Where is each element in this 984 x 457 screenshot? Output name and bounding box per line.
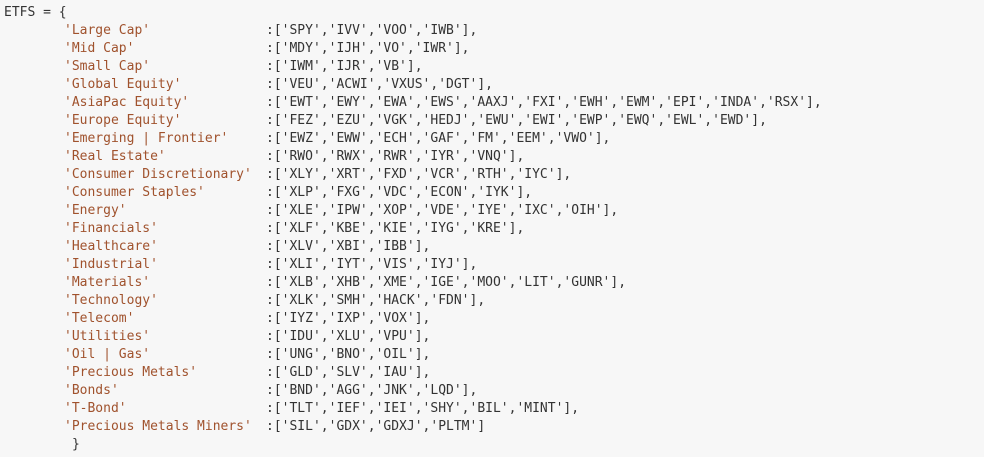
dict-key: 'AsiaPac Equity' (64, 95, 190, 110)
key-value-separator: : (266, 77, 274, 92)
ticker-list: ['XLK','SMH','HACK','FDN'], (273, 293, 486, 308)
key-value-separator: : (266, 23, 274, 38)
ticker-list: ['XLB','XHB','XME','IGE','MOO','LIT','GU… (273, 275, 627, 290)
key-value-separator: : (266, 293, 274, 308)
code-line: 'Financials':['XLF','KBE','KIE','IYG','K… (4, 220, 984, 238)
ticker-list: ['VEU','ACWI','VXUS','DGT'], (273, 77, 493, 92)
code-line: 'Telecom':['IYZ','IXP','VOX'], (4, 310, 984, 328)
dict-key: 'Oil | Gas' (64, 347, 151, 362)
code-line: 'Large Cap':['SPY','IVV','VOO','IWB'], (4, 22, 984, 40)
code-line: 'Technology':['XLK','SMH','HACK','FDN'], (4, 292, 984, 310)
code-line: 'Consumer Discretionary':['XLY','XRT','F… (4, 166, 984, 184)
key-value-separator: : (266, 239, 274, 254)
ticker-list: ['XLE','IPW','XOP','VDE','IYE','IXC','OI… (273, 203, 619, 218)
code-line: 'Oil | Gas':['UNG','BNO','OIL'], (4, 346, 984, 364)
dict-key: 'Global Equity' (64, 77, 182, 92)
ticker-list: ['SIL','GDX','GDXJ','PLTM'] (273, 419, 486, 434)
dict-key: 'T-Bond' (64, 401, 127, 416)
code-line: 'Emerging | Frontier':['EWZ','EWW','ECH'… (4, 130, 984, 148)
key-value-separator: : (266, 419, 274, 434)
ticker-list: ['GLD','SLV','IAU'], (273, 365, 431, 380)
ticker-list: ['SPY','IVV','VOO','IWB'], (273, 23, 478, 38)
key-value-separator: : (266, 203, 274, 218)
key-value-separator: : (266, 347, 274, 362)
code-line: 'Industrial':['XLI','IYT','VIS','IYJ'], (4, 256, 984, 274)
ticker-list: ['XLV','XBI','IBB'], (273, 239, 431, 254)
dict-key: 'Real Estate' (64, 149, 166, 164)
ticker-list: ['XLF','KBE','KIE','IYG','KRE'], (273, 221, 525, 236)
ticker-list: ['XLI','IYT','VIS','IYJ'], (273, 257, 478, 272)
code-line: 'Materials':['XLB','XHB','XME','IGE','MO… (4, 274, 984, 292)
code-line: 'Consumer Staples':['XLP','FXG','VDC','E… (4, 184, 984, 202)
ticker-list: ['FEZ','EZU','VGK','HEDJ','EWU','EWI','E… (273, 113, 767, 128)
code-line: 'T-Bond':['TLT','IEF','IEI','SHY','BIL',… (4, 400, 984, 418)
ticker-list: ['IYZ','IXP','VOX'], (273, 311, 431, 326)
dict-key: 'Telecom' (64, 311, 135, 326)
code-line: 'Precious Metals Miners':['SIL','GDX','G… (4, 418, 984, 436)
key-value-separator: : (266, 41, 274, 56)
dict-key: 'Technology' (64, 293, 158, 308)
ticker-list: ['BND','AGG','JNK','LQD'], (273, 383, 478, 398)
key-value-separator: : (266, 113, 274, 128)
dict-key: 'Large Cap' (64, 23, 151, 38)
ticker-list: ['XLY','XRT','FXD','VCR','RTH','IYC'], (273, 167, 572, 182)
dict-key: 'Bonds' (64, 383, 119, 398)
code-header: ETFS = { (4, 5, 67, 20)
code-line: 'Mid Cap':['MDY','IJH','VO','IWR'], (4, 40, 984, 58)
dict-key: 'Precious Metals Miners' (64, 419, 252, 434)
ticker-list: ['TLT','IEF','IEI','SHY','BIL','MINT'], (273, 401, 580, 416)
code-footer: } (72, 437, 80, 452)
ticker-list: ['EWZ','EWW','ECH','GAF','FM','EEM','VWO… (273, 131, 611, 146)
ticker-list: ['MDY','IJH','VO','IWR'], (273, 41, 470, 56)
dict-key: 'Precious Metals' (64, 365, 198, 380)
dict-key: 'Industrial' (64, 257, 158, 272)
code-line: 'Europe Equity':['FEZ','EZU','VGK','HEDJ… (4, 112, 984, 130)
ticker-list: ['RWO','RWX','RWR','IYR','VNQ'], (273, 149, 525, 164)
code-line: 'Energy':['XLE','IPW','XOP','VDE','IYE',… (4, 202, 984, 220)
ticker-list: ['UNG','BNO','OIL'], (273, 347, 431, 362)
key-value-separator: : (266, 383, 274, 398)
ticker-list: ['EWT','EWY','EWA','EWS','AAXJ','FXI','E… (273, 95, 822, 110)
code-line: 'Bonds':['BND','AGG','JNK','LQD'], (4, 382, 984, 400)
dict-key: 'Mid Cap' (64, 41, 135, 56)
key-value-separator: : (266, 365, 274, 380)
dict-key: 'Utilities' (64, 329, 151, 344)
dict-key: 'Financials' (64, 221, 158, 236)
code-line: 'Small Cap':['IWM','IJR','VB'], (4, 58, 984, 76)
key-value-separator: : (266, 149, 274, 164)
key-value-separator: : (266, 275, 274, 290)
key-value-separator: : (266, 167, 274, 182)
code-line: 'Global Equity':['VEU','ACWI','VXUS','DG… (4, 76, 984, 94)
dict-key: 'Materials' (64, 275, 151, 290)
key-value-separator: : (266, 185, 274, 200)
key-value-separator: : (266, 257, 274, 272)
ticker-list: ['IDU','XLU','VPU'], (273, 329, 431, 344)
dict-key: 'Emerging | Frontier' (64, 131, 229, 146)
dict-key: 'Energy' (64, 203, 127, 218)
entries-list: 'Large Cap':['SPY','IVV','VOO','IWB'],'M… (4, 22, 984, 436)
key-value-separator: : (266, 311, 274, 326)
code-line: 'AsiaPac Equity':['EWT','EWY','EWA','EWS… (4, 94, 984, 112)
dict-key: 'Europe Equity' (64, 113, 182, 128)
dict-key: 'Small Cap' (64, 59, 151, 74)
key-value-separator: : (266, 329, 274, 344)
code-line: 'Utilities':['IDU','XLU','VPU'], (4, 328, 984, 346)
key-value-separator: : (266, 401, 274, 416)
key-value-separator: : (266, 221, 274, 236)
key-value-separator: : (266, 131, 274, 146)
dict-key: 'Healthcare' (64, 239, 158, 254)
code-line: 'Real Estate':['RWO','RWX','RWR','IYR','… (4, 148, 984, 166)
dict-key: 'Consumer Discretionary' (64, 167, 252, 182)
ticker-list: ['IWM','IJR','VB'], (273, 59, 423, 74)
code-line: 'Healthcare':['XLV','XBI','IBB'], (4, 238, 984, 256)
ticker-list: ['XLP','FXG','VDC','ECON','IYK'], (273, 185, 533, 200)
dict-key: 'Consumer Staples' (64, 185, 205, 200)
key-value-separator: : (266, 95, 274, 110)
key-value-separator: : (266, 59, 274, 74)
code-line: 'Precious Metals':['GLD','SLV','IAU'], (4, 364, 984, 382)
